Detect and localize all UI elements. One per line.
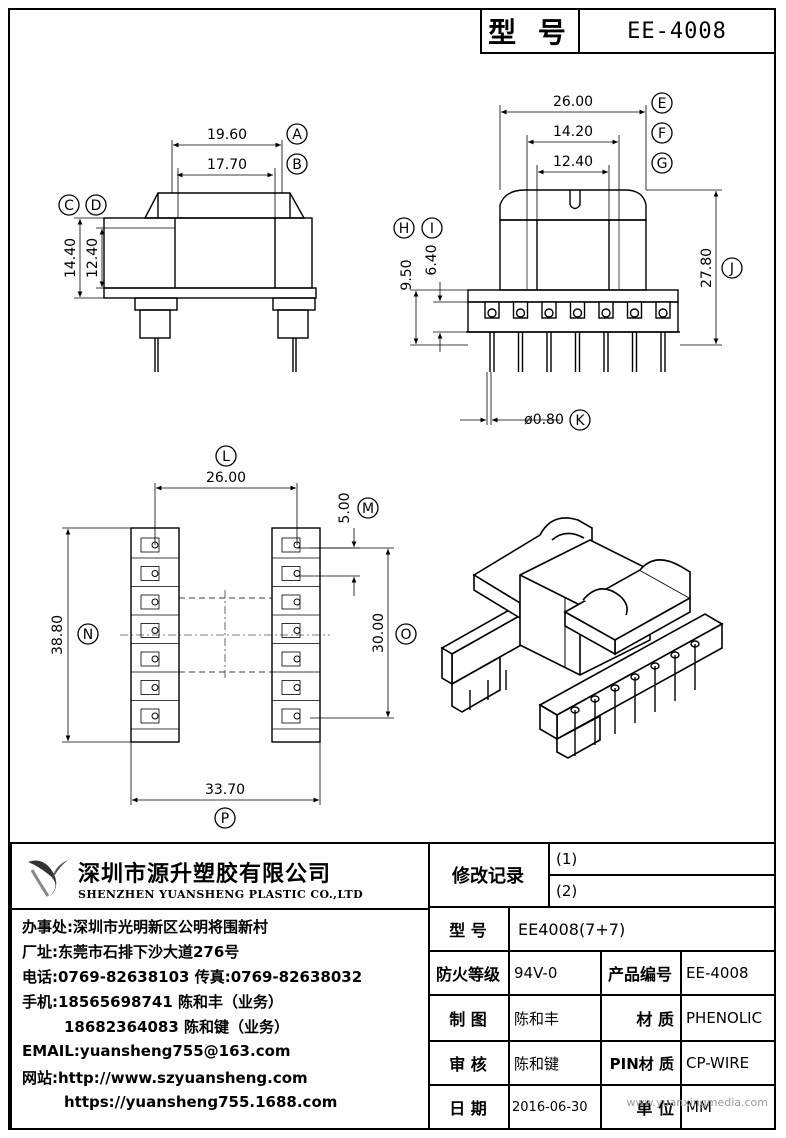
svg-text:G: G [657,156,668,172]
drawn-by-value: 陈和丰 [514,1009,560,1028]
dim-e-value: 26.00 [553,94,593,110]
material-value: PHENOLIC [686,1009,763,1027]
marker-k: K [569,409,591,431]
front-view [74,140,317,372]
unit-label: 单 位 [636,1099,674,1118]
model-value: EE4008(7+7) [518,919,626,939]
dim-p-value: 33.70 [205,782,245,798]
spec-table: 修改记录 (1) (2) 型 号 EE4008(7+7) 防火等级 94V-0 … [428,844,774,1128]
svg-text:H: H [399,221,410,237]
marker-m: M [357,497,379,519]
model-title-label: 型 号 [482,10,580,52]
marker-h: H [393,217,415,239]
watermark: www.yuanxingmedia.com [626,1096,768,1109]
bottom-view-pads [131,537,320,730]
isometric-view [440,517,724,759]
marker-j: J [721,257,743,279]
model-title-box: 型 号 EE-4008 [480,8,776,54]
dimension-markers: AB C D EFG H I J K L M N O P [58,92,743,829]
svg-text:E: E [658,96,667,112]
svg-text:D: D [91,198,102,214]
dim-g-value: 12.40 [553,154,593,170]
dim-j-value: 27.80 [699,248,715,288]
marker-i: I [421,217,443,239]
product-no-value: EE-4008 [686,964,749,982]
company-logo-icon [28,860,68,897]
drawn-by-label: 制 图 [449,1010,487,1029]
svg-text:C: C [64,198,74,214]
pin-material-value: CP-WIRE [686,1054,750,1072]
svg-text:M: M [362,501,374,517]
marker-l: L [215,445,237,467]
mobile-1: 手机:18565698741 陈和丰（业务） [22,993,284,1011]
revision-label: 修改记录 [452,866,524,887]
product-no-label: 产品编号 [607,965,672,984]
marker-f: F [651,122,673,144]
dim-b-value: 17.70 [207,157,247,173]
revision-2: (2) [556,882,578,900]
side-view-dims [410,105,722,425]
bottom-view-dims [62,483,394,805]
svg-text:P: P [221,811,229,827]
factory-address: 厂址:东莞市石排下沙大道276号 [22,943,240,961]
website-1: 网站:http://www.szyuansheng.com [22,1069,308,1087]
website-2: https://yuansheng755.1688.com [64,1093,338,1111]
phone-fax: 电话:0769-82638103 传真:0769-82638032 [22,968,363,986]
svg-text:O: O [400,627,411,643]
dim-h-value: 9.50 [399,259,415,290]
marker-d: D [85,194,107,216]
mobile-2: 18682364083 陈和键（业务） [64,1018,290,1036]
marker-n: N [77,623,99,645]
dim-o-value: 30.00 [371,613,387,653]
fire-rating-label: 防火等级 [435,965,500,984]
dim-m-value: 5.00 [337,492,353,523]
svg-text:I: I [430,221,434,237]
svg-text:J: J [729,261,734,277]
dim-d-value: 12.40 [85,238,101,278]
svg-text:F: F [658,126,666,142]
svg-text:K: K [575,413,585,429]
model-label: 型 号 [449,921,487,940]
reviewed-by-label: 审 核 [449,1055,487,1074]
dim-a-value: 19.60 [207,127,247,143]
company-info: 深圳市源升塑胶有限公司 SHENZHEN YUANSHENG PLASTIC C… [12,844,430,1128]
bottom-view [120,527,330,743]
material-label: 材 质 [636,1010,674,1029]
revision-1: (1) [556,850,578,868]
dim-n-value: 38.80 [50,615,66,655]
reviewed-by-value: 陈和键 [514,1054,560,1073]
date-value: 2016-06-30 [512,1099,588,1115]
marker-g: G [651,152,673,174]
office-address: 办事处:深圳市光明新区公明将围新村 [22,918,269,936]
divider [12,908,428,910]
svg-text:L: L [222,449,230,465]
fire-rating-value: 94V-0 [514,964,558,982]
email: EMAIL:yuansheng755@163.com [22,1042,291,1060]
dim-l-value: 26.00 [206,470,246,486]
date-label: 日 期 [449,1099,487,1118]
svg-text:N: N [83,627,93,643]
marker-c: C [58,194,80,216]
company-name: 深圳市源升塑胶有限公司 [78,862,332,887]
marker-p: P [214,807,236,829]
isometric-view-pins [469,640,700,756]
side-view-pins [484,301,671,372]
svg-text:B: B [292,157,302,173]
dim-c-value: 14.40 [63,238,79,278]
svg-text:A: A [292,127,302,143]
marker-e: E [651,92,673,114]
pin-material-label: PIN材 质 [609,1054,674,1073]
title-block: 深圳市源升塑胶有限公司 SHENZHEN YUANSHENG PLASTIC C… [10,842,776,1130]
dim-i-value: 6.40 [424,244,440,275]
unit-value: MM [686,1098,712,1116]
dim-f-value: 14.20 [553,124,593,140]
technical-drawing: 19.60 17.70 14.40 12.40 26.00 14.20 12.4… [50,92,743,829]
dim-k-value: ø0.80 [524,412,564,428]
company-name-en: SHENZHEN YUANSHENG PLASTIC CO.,LTD [78,888,364,901]
model-title-value: EE-4008 [627,18,727,44]
marker-o: O [395,623,417,645]
marker-b: B [286,153,308,175]
marker-a: A [286,123,308,145]
